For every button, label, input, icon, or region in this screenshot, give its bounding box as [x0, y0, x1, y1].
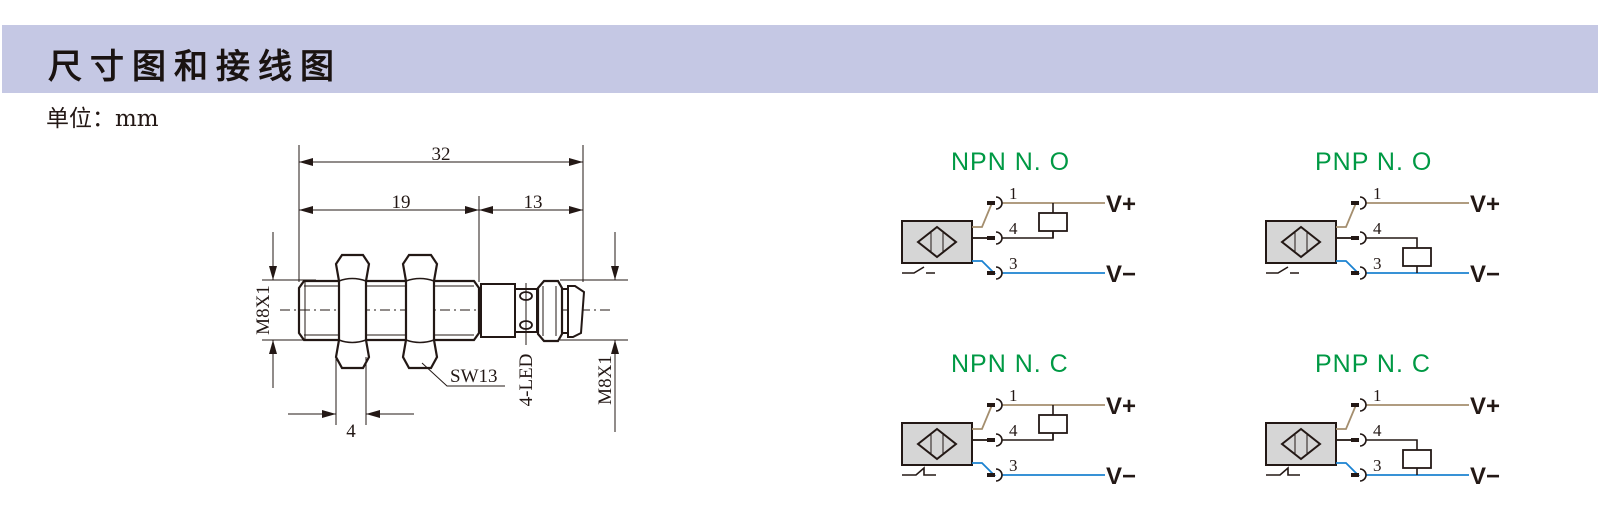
pin-label: 1 [1373, 386, 1382, 405]
hex-nut-2 [401, 253, 439, 370]
dim-nut-label: 4 [346, 421, 356, 442]
vminus-label: V− [1470, 463, 1500, 490]
pin-label: 4 [1373, 421, 1382, 440]
pin-label: 4 [1009, 421, 1018, 440]
dim-total-label: 32 [432, 144, 451, 165]
wire-black [1366, 237, 1418, 248]
wire-brown [972, 404, 994, 430]
thread-label-left: M8X1 [253, 285, 274, 335]
wiring-title: PNP N. C [1315, 350, 1431, 378]
wrench-leader [421, 362, 505, 387]
load-icon [1038, 212, 1068, 232]
connector-socket-icon [995, 266, 1003, 280]
pin-label: 3 [1009, 456, 1018, 475]
connector-socket-icon [1359, 231, 1367, 245]
vminus-label: V− [1106, 463, 1136, 490]
connector-socket-icon [1359, 196, 1367, 210]
connector-socket-icon [995, 433, 1003, 447]
wiring-diagram-1: NPN N. O 1 4 3 V+ V− [901, 148, 1136, 288]
pin-label: 1 [1009, 386, 1018, 405]
section-title: 尺寸图和接线图 [48, 47, 342, 87]
section-banner: 尺寸图和接线图 [2, 25, 1598, 93]
vplus-label: V+ [1106, 191, 1136, 218]
vplus-label: V+ [1470, 191, 1500, 218]
wrench-size-label: SW13 [450, 366, 498, 387]
switch-nc-icon [902, 466, 936, 476]
wiring-diagram-2: PNP N. O 1 4 3 V+ V− [1265, 148, 1500, 288]
wire-brown [972, 202, 994, 228]
wire-black [1366, 439, 1418, 450]
connector-socket-icon [1359, 468, 1367, 482]
load-icon [1402, 247, 1432, 267]
pin-label: 3 [1009, 254, 1018, 273]
pin-label: 4 [1373, 219, 1382, 238]
switch-nc-icon [1266, 466, 1300, 476]
wire-brown [1336, 202, 1358, 228]
sensor-neck [480, 283, 516, 338]
connector-socket-icon [1359, 266, 1367, 280]
connector-socket-icon [995, 468, 1003, 482]
wiring-title: PNP N. O [1315, 148, 1432, 176]
connector-socket-icon [1359, 398, 1367, 412]
vplus-label: V+ [1470, 393, 1500, 420]
unit-label: 单位：mm [46, 106, 159, 132]
dimension-drawing [262, 145, 628, 432]
pin-label: 3 [1373, 456, 1382, 475]
pin-label: 3 [1373, 254, 1382, 273]
thread-label-right: M8X1 [595, 355, 616, 405]
wiring-diagram-3: NPN N. C 1 4 3 V+ V− [901, 350, 1136, 490]
wiring-diagram-4: PNP N. C 1 4 3 V+ V− [1265, 350, 1500, 490]
wiring-title: NPN N. O [951, 148, 1070, 176]
pin-label: 1 [1373, 184, 1382, 203]
switch-no-icon [1266, 266, 1299, 274]
threaded-body [297, 279, 481, 342]
connector-socket-icon [995, 196, 1003, 210]
pin-label: 1 [1009, 184, 1018, 203]
load-icon [1402, 449, 1432, 469]
connector-tip [567, 285, 586, 338]
connector-socket-icon [995, 231, 1003, 245]
connector-socket-icon [995, 398, 1003, 412]
connector-socket-icon [1359, 433, 1367, 447]
wiring-title: NPN N. C [951, 350, 1069, 378]
connector-nut [536, 279, 564, 343]
wire-brown [1336, 404, 1358, 430]
led-label: 4-LED [516, 354, 537, 407]
load-icon [1038, 414, 1068, 434]
dim-body-label: 19 [392, 192, 411, 213]
vminus-label: V− [1470, 261, 1500, 288]
vplus-label: V+ [1106, 393, 1136, 420]
dim-connector-label: 13 [524, 192, 543, 213]
vminus-label: V− [1106, 261, 1136, 288]
switch-no-icon [902, 266, 935, 274]
hex-nut-1 [334, 253, 371, 370]
pin-label: 4 [1009, 219, 1018, 238]
